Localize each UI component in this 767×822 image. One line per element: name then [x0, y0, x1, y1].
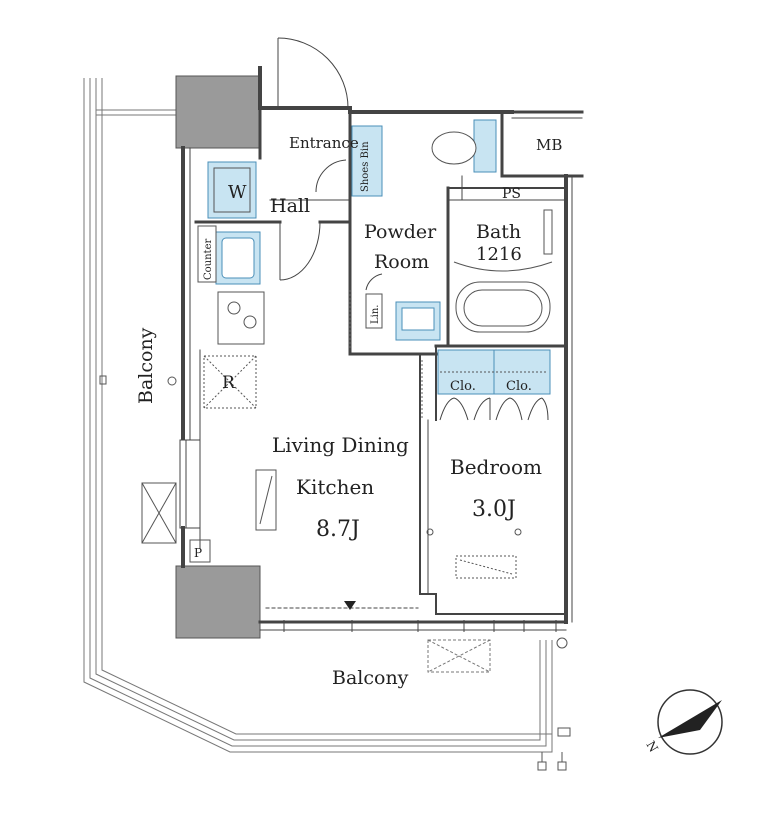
label-fridge: R: [222, 373, 236, 393]
label-bedroom-size: 3.0J: [472, 497, 516, 522]
label-bath-1: Bath: [476, 221, 521, 243]
exterior-details: [537, 637, 571, 771]
label-entrance: Entrance: [289, 134, 359, 152]
label-bath-2: 1216: [476, 244, 522, 265]
label-balcony-south: Balcony: [332, 667, 409, 689]
structural-columns: [175, 75, 261, 639]
balcony-railing: [83, 78, 553, 753]
ac-unit-south: [427, 639, 491, 673]
label-counter: Counter: [203, 239, 214, 280]
label-bedroom: Bedroom: [450, 455, 542, 479]
label-balcony-west: Balcony: [135, 327, 157, 404]
label-powder-room-1: Powder: [364, 221, 437, 243]
label-shoes-bin: Shoes Bin: [360, 141, 371, 192]
label-washer: W: [228, 182, 247, 203]
drain-icon: [99, 375, 107, 385]
window-sash-marks: [283, 620, 557, 632]
ac-unit-west: [141, 482, 177, 544]
label-closet-2: Clo.: [506, 379, 532, 394]
compass-north-label: N: [643, 739, 660, 755]
label-mb: MB: [536, 136, 562, 154]
doors: [277, 37, 549, 421]
walls: [179, 66, 584, 631]
label-ps: PS: [502, 186, 521, 202]
toilet-tank: [473, 119, 497, 173]
label-linen: Lin.: [370, 305, 381, 324]
washer-pan: [207, 161, 257, 219]
label-pipe: P: [194, 546, 202, 560]
label-powder-room-2: Room: [374, 251, 429, 273]
label-closet-1: Clo.: [450, 379, 476, 394]
label-ldk-1: Living Dining: [272, 433, 409, 457]
compass-needle-icon: [658, 700, 722, 738]
label-ldk-size: 8.7J: [316, 517, 360, 542]
label-hall: Hall: [270, 195, 310, 217]
label-ldk-2: Kitchen: [296, 475, 374, 499]
fixture-details: [189, 131, 553, 579]
down-arrow-icon: [344, 601, 356, 610]
room-labels: Entrance Shoes Bin Hall W Counter Powder…: [135, 134, 661, 755]
shoe-bin: [351, 125, 383, 197]
north-compass: [657, 689, 723, 755]
burner-icon: [243, 315, 257, 329]
burner-icon: [227, 301, 241, 315]
drain-circle-icon: [167, 376, 177, 386]
